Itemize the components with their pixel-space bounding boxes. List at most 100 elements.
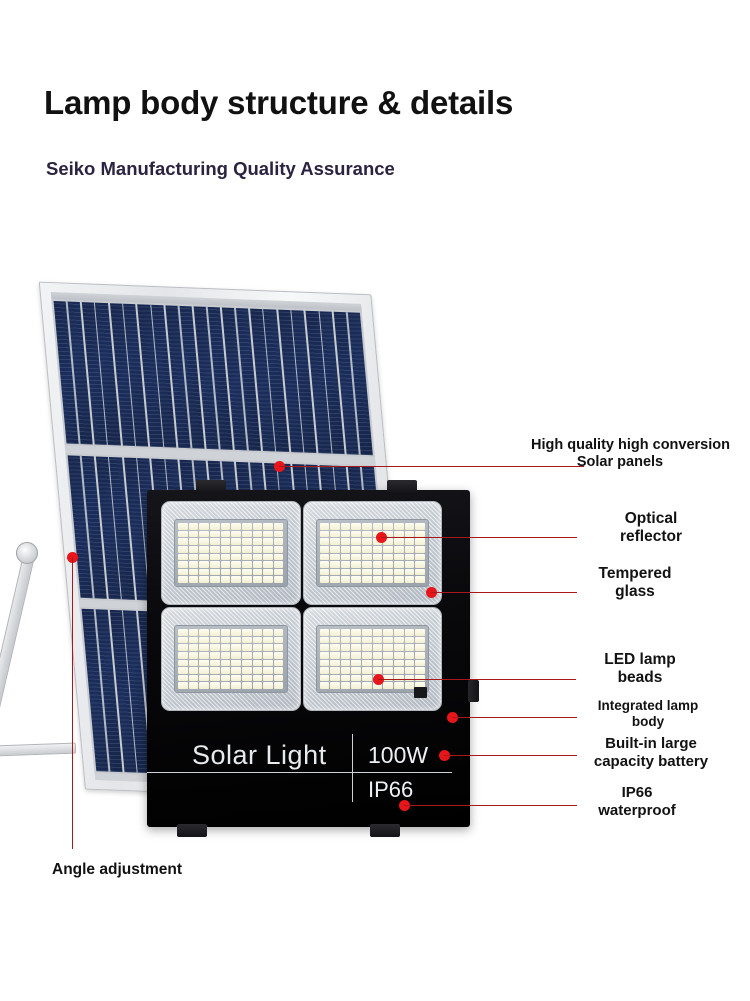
- led-bead: [199, 682, 209, 689]
- led-bead: [263, 636, 273, 644]
- led-bead: [252, 523, 263, 530]
- led-bead: [241, 629, 252, 636]
- led-bead: [330, 682, 340, 689]
- led-bead: [330, 667, 340, 674]
- led-bead: [241, 667, 252, 674]
- led-bead: [340, 553, 351, 561]
- led-bead: [252, 636, 263, 644]
- callout-label-ip66-waterproof: IP66 waterproof: [570, 784, 704, 819]
- led-bead: [404, 644, 415, 651]
- angle-adjustment-bracket: [0, 542, 90, 778]
- led-bead: [241, 530, 252, 538]
- led-bead: [188, 561, 199, 568]
- led-bead: [415, 659, 425, 667]
- led-bead: [209, 682, 220, 689]
- led-bead: [199, 530, 209, 538]
- led-bead: [351, 667, 362, 674]
- ip-rating-label: IP66: [368, 777, 414, 802]
- led-bead: [340, 538, 351, 545]
- led-bead: [188, 682, 199, 689]
- led-bead: [209, 561, 220, 568]
- led-bead: [383, 629, 394, 636]
- branding-divider-vertical: [352, 734, 353, 802]
- led-bead: [330, 636, 340, 644]
- led-bead: [263, 667, 273, 674]
- led-bead: [404, 553, 415, 561]
- led-bead: [351, 576, 362, 583]
- led-bead: [372, 644, 383, 651]
- led-bead: [362, 682, 372, 689]
- led-bead: [263, 659, 273, 667]
- led-bead: [404, 576, 415, 583]
- led-bead: [394, 651, 404, 659]
- led-bead: [252, 651, 263, 659]
- led-bead: [404, 682, 415, 689]
- led-bead: [415, 674, 425, 682]
- led-bead: [220, 523, 231, 530]
- led-bead: [383, 636, 394, 644]
- callout-leader-integrated-lamp-body: [452, 717, 577, 718]
- led-bead: [220, 674, 231, 682]
- led-bead: [188, 674, 199, 682]
- led-bead: [273, 553, 284, 561]
- led-bead: [319, 561, 330, 568]
- mounting-tab: [196, 480, 226, 493]
- callout-line-2: reflector: [619, 528, 683, 546]
- led-bead: [209, 530, 220, 538]
- led-bead: [188, 644, 199, 651]
- led-bead: [330, 530, 340, 538]
- led-bead: [241, 682, 252, 689]
- callout-line-1: High quality high conversion: [531, 437, 730, 453]
- led-bead: [178, 530, 188, 538]
- led-bead: [273, 545, 284, 553]
- led-bead: [340, 530, 351, 538]
- led-bead: [231, 674, 241, 682]
- led-bead: [220, 538, 231, 545]
- led-bead: [209, 644, 220, 651]
- led-bead: [241, 659, 252, 667]
- led-bead: [394, 553, 404, 561]
- led-bead: [372, 659, 383, 667]
- led-bead: [394, 682, 404, 689]
- led-bead: [231, 629, 241, 636]
- led-bead: [199, 674, 209, 682]
- led-bead: [372, 553, 383, 561]
- led-bead: [188, 553, 199, 561]
- led-bead: [362, 553, 372, 561]
- led-bead: [330, 538, 340, 545]
- led-bead: [231, 561, 241, 568]
- led-bead: [415, 576, 425, 583]
- led-bead: [220, 682, 231, 689]
- led-bead: [188, 530, 199, 538]
- led-bead: [199, 523, 209, 530]
- led-bead: [273, 674, 284, 682]
- led-bead: [252, 682, 263, 689]
- led-bead: [383, 576, 394, 583]
- led-bead: [351, 538, 362, 545]
- led-bead: [231, 682, 241, 689]
- led-bead: [263, 561, 273, 568]
- mounting-tab: [177, 824, 207, 837]
- led-bead: [231, 530, 241, 538]
- callout-line-1: LED lamp: [604, 651, 676, 668]
- page-title: Lamp body structure & details: [44, 84, 514, 121]
- led-bead: [383, 523, 394, 530]
- led-bead: [241, 644, 252, 651]
- bracket-arm: [0, 549, 36, 761]
- led-bead: [415, 667, 425, 674]
- led-bead: [330, 644, 340, 651]
- led-bead: [178, 545, 188, 553]
- page-subtitle: Seiko Manufacturing Quality Assurance: [46, 158, 395, 179]
- panel-cell-row: [51, 299, 376, 458]
- led-bead: [220, 576, 231, 583]
- led-bead: [394, 576, 404, 583]
- led-bead: [199, 644, 209, 651]
- led-bead: [199, 667, 209, 674]
- led-bead: [252, 576, 263, 583]
- led-bead: [415, 636, 425, 644]
- led-bead: [351, 674, 362, 682]
- led-module-top-left: [161, 501, 301, 605]
- led-bead: [372, 561, 383, 568]
- led-bead: [415, 568, 425, 576]
- led-bead: [394, 674, 404, 682]
